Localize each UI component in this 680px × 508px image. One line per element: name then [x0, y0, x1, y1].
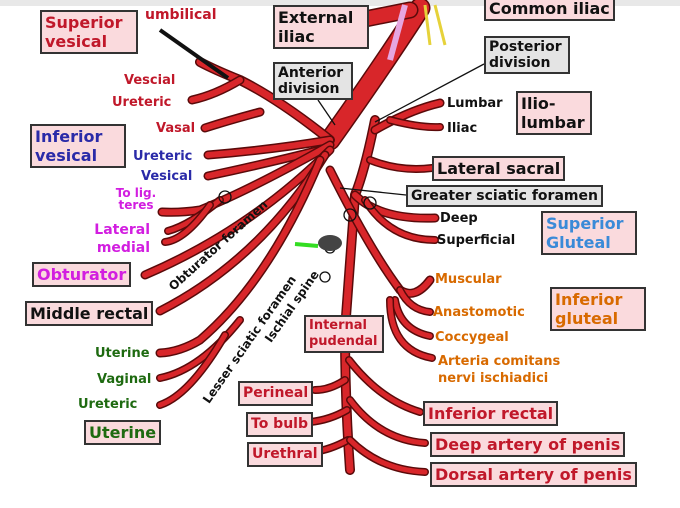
artery-branch	[157, 317, 243, 381]
uterine-branch-label: Uterine	[95, 346, 150, 361]
artery-branch	[142, 147, 333, 278]
deep-label: Deep	[440, 211, 478, 226]
artery-branch	[321, 0, 429, 149]
artery-branch	[372, 100, 443, 133]
to-bulb-box: To bulb	[246, 412, 313, 437]
superficial-label: Superficial	[437, 233, 516, 248]
umbilical-label: umbilical	[145, 7, 217, 23]
anterior-division-box: Anterior division	[273, 62, 353, 100]
artery-branch	[157, 157, 323, 356]
urethral-box: Urethral	[247, 442, 323, 467]
artery-branch	[312, 377, 348, 393]
vaginal-label: Vaginal	[97, 372, 152, 387]
dorsal-artery-of-penis-box: Dorsal artery of penis	[430, 462, 637, 487]
common-iliac-box: Common iliac	[484, 0, 615, 21]
uterine-box: Uterine	[84, 420, 162, 445]
ischial-spine-pointer	[294, 242, 319, 248]
artery-branch	[352, 192, 438, 222]
artery-branch	[189, 77, 243, 103]
coccygeal-label: Coccygeal	[435, 330, 509, 345]
artery-branch	[347, 437, 428, 475]
artery-branch	[367, 157, 435, 172]
obliterated-umbilical-cord	[158, 28, 230, 80]
vasal-label: Vasal	[156, 121, 196, 136]
arteria-comitans-label: Arteria comitans nervi ischiadici	[438, 354, 561, 386]
ureteric-label-green: Ureteric	[78, 397, 138, 412]
artery-branch	[307, 407, 350, 425]
ischial-spine-mark	[318, 235, 342, 251]
anastomotic-label: Anastomotic	[433, 305, 525, 320]
pointer-lines	[218, 63, 485, 283]
posterior-division-box: Posterior division	[484, 36, 570, 74]
artery-branch	[397, 287, 433, 315]
artery-branch	[345, 356, 424, 416]
artery-branch	[392, 297, 433, 339]
lumbar-label: Lumbar	[447, 96, 503, 111]
ureteric-label-red: Ureteric	[112, 95, 172, 110]
inferior-vesical-box: Inferior vesical	[30, 124, 126, 168]
superior-gluteal-box: Superior Gluteal	[541, 211, 637, 255]
ilio-lumbar-box: Ilio- lumbar	[516, 91, 592, 135]
vesical-label-blue: Vesical	[141, 169, 193, 184]
internal-pudendal-box: Internal pudendal	[304, 315, 384, 353]
artery-branch	[202, 109, 263, 131]
inferior-rectal-box: Inferior rectal	[423, 401, 559, 426]
artery-branch	[162, 202, 213, 245]
lateral-medial-label: Lateral medial	[94, 222, 150, 256]
artery-branch	[205, 137, 333, 158]
artery-branch	[387, 297, 435, 361]
obturator-box: Obturator	[32, 262, 132, 287]
artery-branch	[387, 117, 443, 130]
to-lig-teres-label: To lig. teres	[115, 186, 157, 212]
middle-rectal-box: Middle rectal	[25, 301, 154, 326]
perineal-box: Perineal	[238, 381, 314, 406]
artery-branch	[362, 197, 438, 243]
nerves	[423, 4, 447, 46]
inferior-gluteal-box: Inferior gluteal	[550, 287, 646, 331]
ureter	[387, 4, 408, 61]
greater-sciatic-foramen-box: Greater sciatic foramen	[406, 185, 603, 207]
artery-branch	[157, 332, 228, 408]
ureteric-label-blue: Ureteric	[133, 149, 193, 164]
iliac-label: Iliac	[447, 121, 478, 136]
vescial-label: Vescial	[124, 73, 176, 88]
artery-branch	[347, 397, 428, 446]
artery-branch	[165, 197, 223, 234]
lateral-sacral-box: Lateral sacral	[432, 156, 566, 181]
muscular-label: Muscular	[435, 272, 502, 287]
artery-branch	[346, 357, 423, 415]
external-iliac-box: External iliac	[273, 5, 369, 49]
artery-branch	[341, 116, 379, 474]
top-bar	[0, 0, 680, 6]
deep-artery-of-penis-box: Deep artery of penis	[430, 432, 626, 457]
superior-vesical-box: Superior vesical	[40, 10, 138, 54]
artery-branch	[327, 167, 433, 297]
